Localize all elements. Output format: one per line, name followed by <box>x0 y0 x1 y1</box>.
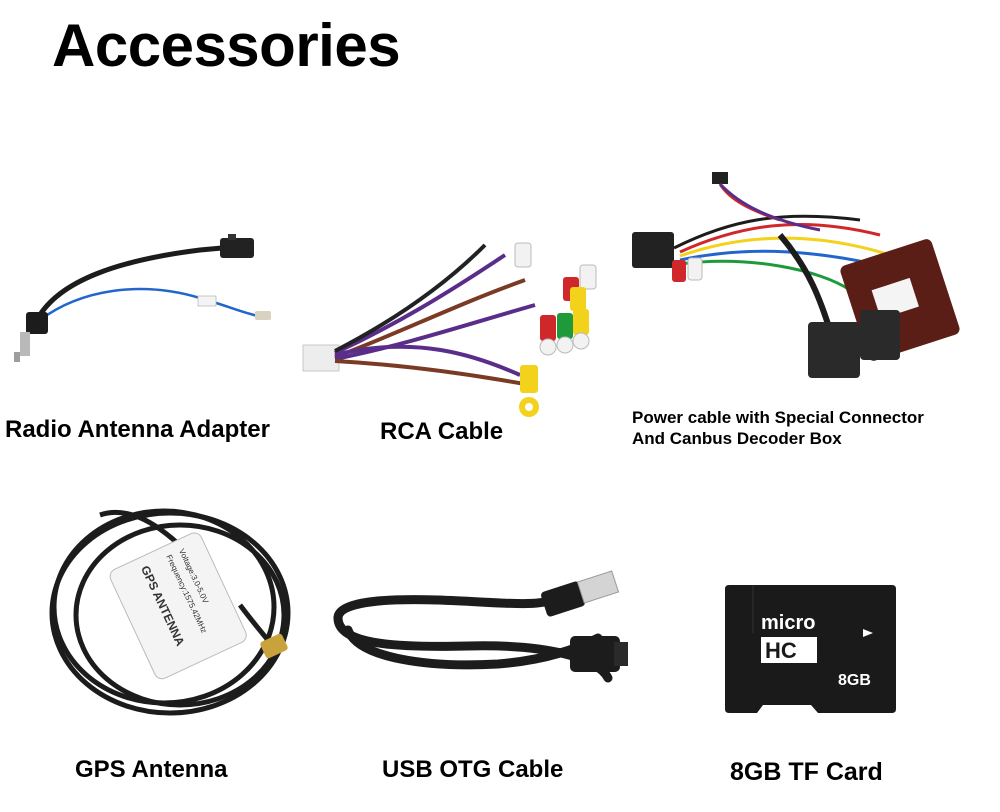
radio-antenna-adapter-photo <box>0 220 300 420</box>
gps-antenna-photo: Voltage:3.0-5.0V Frequency:1575.42MHz GP… <box>40 495 310 725</box>
usb-otg-cable-photo <box>318 568 638 708</box>
tf-card-brand-bottom: HC <box>765 638 797 663</box>
item-label-power-cable-line1: Power cable with Special Connector <box>632 408 924 427</box>
item-label-power-cable-line2: And Canbus Decoder Box <box>632 429 842 448</box>
item-label-radio-antenna-adapter: Radio Antenna Adapter <box>5 416 270 443</box>
power-cable-photo <box>620 160 990 405</box>
item-label-gps-antenna: GPS Antenna <box>75 756 228 783</box>
tf-card-brand-top: micro <box>761 612 815 634</box>
arrow-icon <box>863 629 873 637</box>
rca-cable-photo <box>295 225 620 425</box>
item-label-usb-otg-cable: USB OTG Cable <box>382 756 564 783</box>
tf-card-photo: micro HC 8GB <box>723 583 898 715</box>
item-label-tf-card: 8GB TF Card <box>730 758 883 786</box>
item-label-rca-cable: RCA Cable <box>380 418 504 445</box>
tf-card-capacity: 8GB <box>838 672 871 689</box>
page-title: Accessories <box>52 12 401 79</box>
